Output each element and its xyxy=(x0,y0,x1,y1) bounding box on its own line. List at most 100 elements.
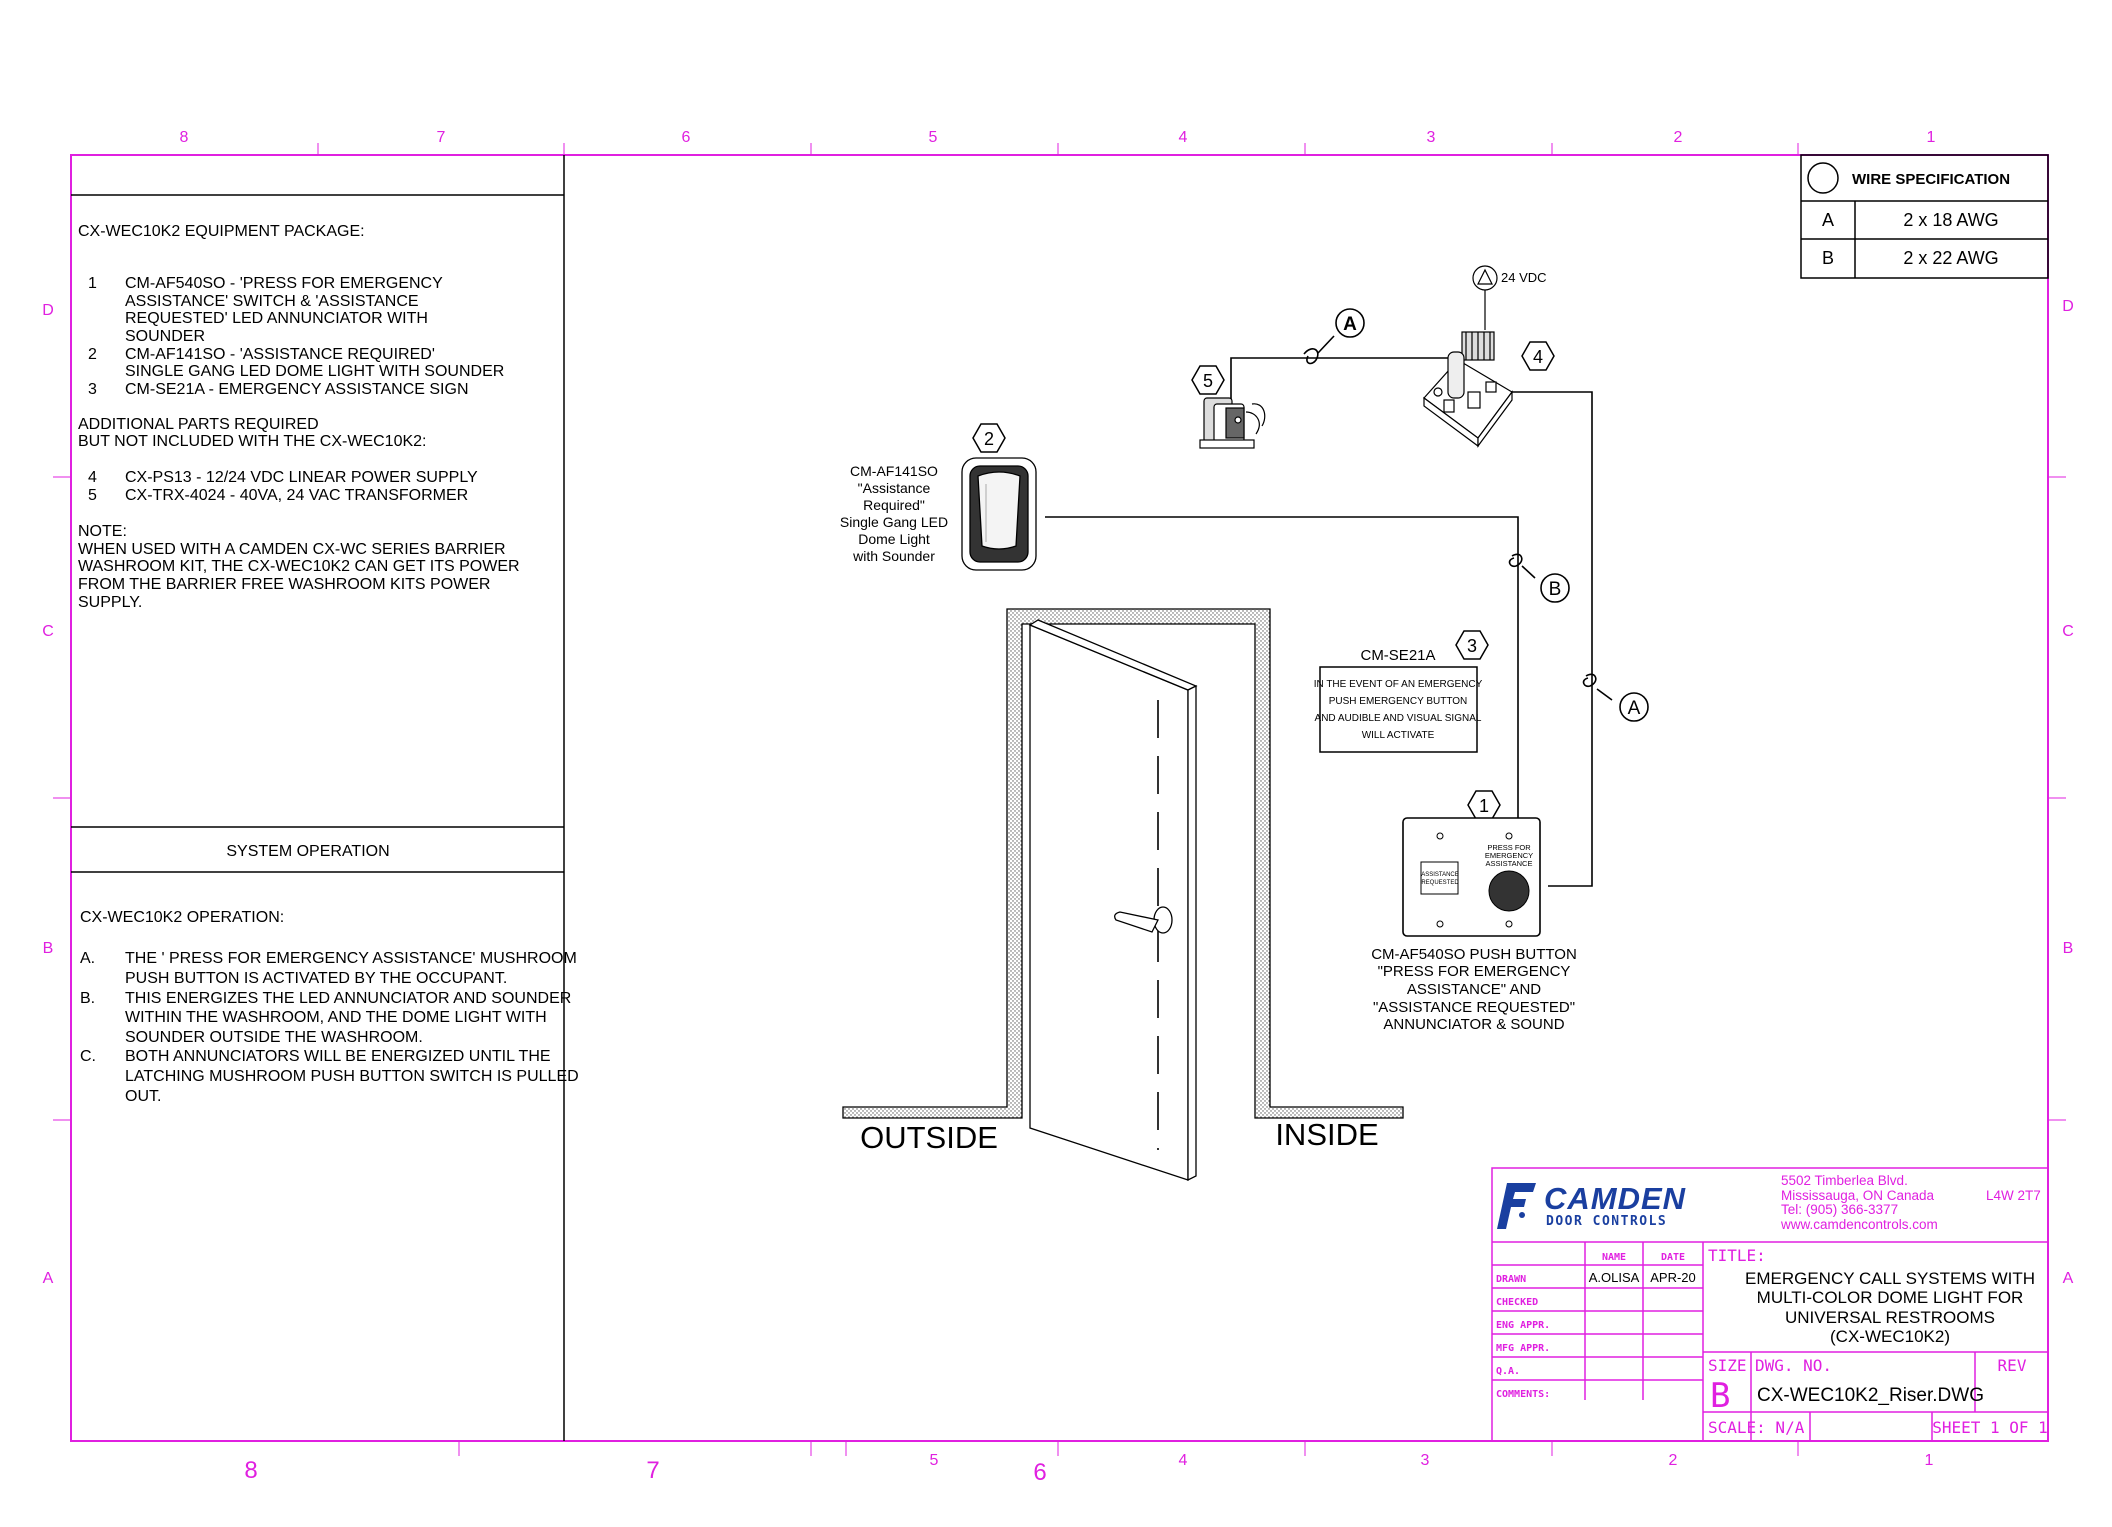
label-line: CM-AF141SO xyxy=(850,463,938,479)
zone-top-4: 4 xyxy=(1179,129,1188,146)
label-line: Required" xyxy=(863,497,925,513)
border-zone-labels: 8 7 6 5 4 3 2 1 8 7 5 6 4 3 2 1 D C B A … xyxy=(42,129,2074,1486)
item-number-label: 2 xyxy=(984,429,994,449)
zone-top-2: 2 xyxy=(1674,129,1683,146)
zone-top-7: 7 xyxy=(437,129,446,146)
zone-bottom-6: 6 xyxy=(1033,1459,1046,1486)
item-line: ASSISTANCE' SWITCH & 'ASSISTANCE xyxy=(125,293,419,310)
address-line: www.camdencontrols.com xyxy=(1780,1217,1938,1232)
label-line: Single Gang LED xyxy=(840,514,948,530)
sign-line: WILL ACTIVATE xyxy=(1362,730,1435,741)
left-panel-frame xyxy=(71,155,565,1441)
hex-item-5 xyxy=(1191,365,1225,395)
item-number-label: 4 xyxy=(1533,347,1543,367)
item-number: 2 xyxy=(88,346,97,363)
zone-bottom-8: 8 xyxy=(244,1457,257,1484)
wire-dome-to-button xyxy=(1045,516,1519,840)
note-line: NOTE: xyxy=(78,523,127,540)
wall-and-door xyxy=(842,608,1404,1182)
note-line: FROM THE BARRIER FREE WASHROOM KITS POWE… xyxy=(78,576,490,593)
item-number: 5 xyxy=(88,487,97,504)
additional-heading: ADDITIONAL PARTS REQUIRED xyxy=(78,416,319,433)
equipment-package: CX-WEC10K2 EQUIPMENT PACKAGE: 1 CM-AF540… xyxy=(78,223,520,611)
zone-right-b: B xyxy=(2063,940,2074,957)
zone-left-a: A xyxy=(43,1270,54,1287)
panel-button-text: PRESS FOR xyxy=(1487,843,1531,852)
inside-label: INSIDE xyxy=(1275,1117,1378,1152)
item-number-label: 1 xyxy=(1479,796,1489,816)
transformer-device xyxy=(1199,397,1266,449)
zone-bottom-4: 4 xyxy=(1179,1452,1188,1469)
wire-tag-circles: A B A xyxy=(1335,308,1649,722)
door-handle xyxy=(1114,906,1173,934)
sheet-label: SHEET 1 OF 1 xyxy=(1932,1418,2048,1437)
label-line: with Sounder xyxy=(852,548,935,564)
row-label: COMMENTS: xyxy=(1496,1389,1550,1400)
label-line: CM-AF540SO PUSH BUTTON xyxy=(1371,946,1577,963)
row-label: MFG APPR. xyxy=(1496,1343,1550,1354)
wire-tag-label: A xyxy=(1628,698,1641,719)
name-header: NAME xyxy=(1602,1252,1626,1263)
wire-tag-label: A xyxy=(1343,314,1357,335)
label-line: Dome Light xyxy=(858,531,930,547)
drawing-border xyxy=(53,143,2066,1456)
drawn-by: A.OLISA xyxy=(1589,1270,1640,1285)
emergency-sign: CM-SE21A IN THE EVENT OF AN EMERGENCY PU… xyxy=(1314,647,1483,753)
row-label: DRAWN xyxy=(1496,1274,1526,1285)
item-line: CM-SE21A - EMERGENCY ASSISTANCE SIGN xyxy=(125,381,469,398)
step-line: SOUNDER OUTSIDE THE WASHROOM. xyxy=(125,1029,423,1046)
dwg-number: CX-WEC10K2_Riser.DWG xyxy=(1757,1385,1984,1406)
size-label: SIZE xyxy=(1708,1356,1747,1375)
sign-line: IN THE EVENT OF AN EMERGENCY xyxy=(1314,679,1483,690)
zone-bottom-3: 3 xyxy=(1421,1452,1430,1469)
drawing-number-block: SIZE B DWG. NO. CX-WEC10K2_Riser.DWG REV… xyxy=(1708,1356,2048,1437)
panel-led-text: ASSISTANCE xyxy=(1421,872,1459,878)
zone-top-5: 5 xyxy=(929,129,938,146)
outside-label: OUTSIDE xyxy=(860,1120,998,1155)
title-label: TITLE: xyxy=(1708,1246,1766,1265)
mushroom-button xyxy=(1488,870,1530,912)
zone-bottom-2: 2 xyxy=(1669,1452,1678,1469)
label-line: "Assistance xyxy=(858,480,931,496)
zone-left-d: D xyxy=(42,302,54,319)
step-letter: A. xyxy=(80,950,95,967)
row-label: ENG APPR. xyxy=(1496,1320,1550,1331)
dome-light-device xyxy=(961,457,1037,571)
address-line: Mississauga, ON Canada xyxy=(1781,1188,1935,1203)
zone-right-a: A xyxy=(2063,1270,2074,1287)
step-line: PUSH BUTTON IS ACTIVATED BY THE OCCUPANT… xyxy=(125,970,507,987)
zone-right-c: C xyxy=(2062,623,2074,640)
label-line: "PRESS FOR EMERGENCY xyxy=(1378,963,1571,980)
wire-code: A xyxy=(1822,210,1834,230)
zone-top-6: 6 xyxy=(682,129,691,146)
title-line: MULTI-COLOR DOME LIGHT FOR xyxy=(1757,1288,2024,1307)
additional-heading: BUT NOT INCLUDED WITH THE CX-WEC10K2: xyxy=(78,433,427,450)
panel-button-text: ASSISTANCE xyxy=(1486,859,1533,868)
sign-line: AND AUDIBLE AND VISUAL SIGNAL xyxy=(1315,713,1482,724)
operation-heading: CX-WEC10K2 OPERATION: xyxy=(80,909,284,926)
size-value: B xyxy=(1710,1376,1730,1416)
power-label: 24 VDC xyxy=(1501,270,1547,285)
title-line: EMERGENCY CALL SYSTEMS WITH xyxy=(1745,1269,2035,1288)
row-label: Q.A. xyxy=(1496,1366,1520,1377)
date-header: DATE xyxy=(1661,1252,1685,1263)
scale-label: SCALE: N/A xyxy=(1708,1418,1805,1437)
label-line: "ASSISTANCE REQUESTED" xyxy=(1373,999,1575,1016)
step-line: WITHIN THE WASHROOM, AND THE DOME LIGHT … xyxy=(125,1009,547,1026)
door-leaf xyxy=(1029,624,1189,1181)
panel-button-text: EMERGENCY xyxy=(1485,851,1533,860)
hex-item-3 xyxy=(1455,630,1489,660)
item-line: SINGLE GANG LED DOME LIGHT WITH SOUNDER xyxy=(125,363,504,380)
note-line: SUPPLY. xyxy=(78,594,142,611)
system-operation: SYSTEM OPERATION CX-WEC10K2 OPERATION: A… xyxy=(80,843,579,1105)
item-hexagons xyxy=(972,341,1555,820)
sign-line: PUSH EMERGENCY BUTTON xyxy=(1329,696,1468,707)
wire-code: B xyxy=(1822,248,1834,268)
equipment-heading: CX-WEC10K2 EQUIPMENT PACKAGE: xyxy=(78,223,365,240)
item-number: 3 xyxy=(88,381,97,398)
operation-title: SYSTEM OPERATION xyxy=(226,843,389,860)
item-number-label: 3 xyxy=(1467,636,1477,656)
wall-section xyxy=(842,608,1404,1119)
zone-left-c: C xyxy=(42,623,54,640)
